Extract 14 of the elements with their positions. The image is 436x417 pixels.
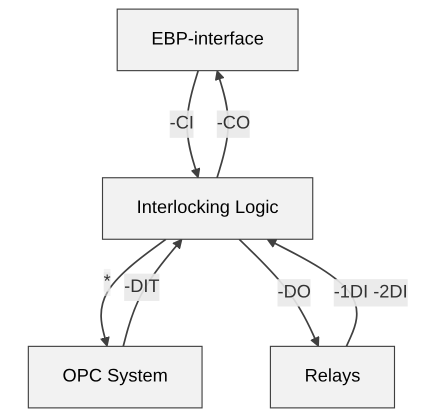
edge-label: -CI	[170, 114, 194, 134]
node-box: Relays	[270, 346, 396, 408]
arrow	[238, 238, 320, 347]
arrow	[122, 238, 182, 347]
edge-label: *	[104, 272, 111, 292]
node-box: EBP-interface	[116, 8, 299, 72]
edge-label: -DIT	[124, 277, 160, 296]
arrow	[100, 238, 166, 347]
edge-label: -CO	[216, 114, 250, 134]
edge-label: -DO	[278, 282, 311, 302]
edge-label: -1DI -2DI	[334, 282, 408, 302]
node-box: OPC System	[28, 346, 203, 408]
node-box: Interlocking Logic	[102, 177, 314, 240]
arrow	[266, 238, 358, 347]
